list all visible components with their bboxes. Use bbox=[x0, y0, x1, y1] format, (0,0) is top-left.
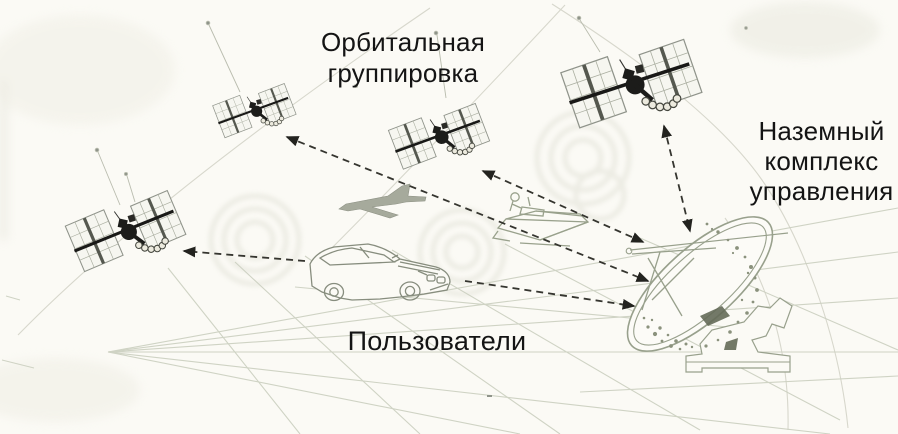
label-orbital-constellation: Орбитальная группировка bbox=[258, 27, 548, 89]
airplane-icon bbox=[338, 183, 427, 219]
link-satellite-upper-right-dish bbox=[661, 124, 693, 233]
satellite-upper-right-icon bbox=[560, 39, 703, 129]
label-ground-line2: комплекс bbox=[764, 146, 879, 176]
link-car-satellite-left bbox=[182, 246, 306, 262]
label-users-line1: Пользователи bbox=[347, 326, 527, 356]
dish-antenna-icon bbox=[625, 216, 793, 373]
satellite-middle-icon bbox=[385, 101, 493, 172]
label-ground-line3: управления bbox=[749, 176, 894, 206]
label-ground-control-complex: Наземный комплекс управления bbox=[714, 116, 898, 206]
paper-texture bbox=[0, 2, 880, 422]
label-ground-line1: Наземный bbox=[758, 116, 885, 146]
satellite-upper-left-icon bbox=[210, 81, 299, 140]
satellite-left-icon bbox=[60, 187, 191, 276]
car-icon bbox=[309, 243, 451, 302]
label-users: Пользователи bbox=[326, 326, 548, 356]
link-satellite-upper-left-dish bbox=[285, 136, 650, 282]
signal-links bbox=[182, 124, 693, 310]
link-car-dish bbox=[464, 280, 636, 310]
dish-speckles bbox=[642, 222, 759, 351]
label-orbital-line2: группировка bbox=[327, 58, 479, 88]
label-orbital-line1: Орбитальная bbox=[321, 27, 485, 57]
antenna-wires bbox=[94, 15, 748, 397]
link-satellite-middle-dish bbox=[481, 170, 645, 243]
